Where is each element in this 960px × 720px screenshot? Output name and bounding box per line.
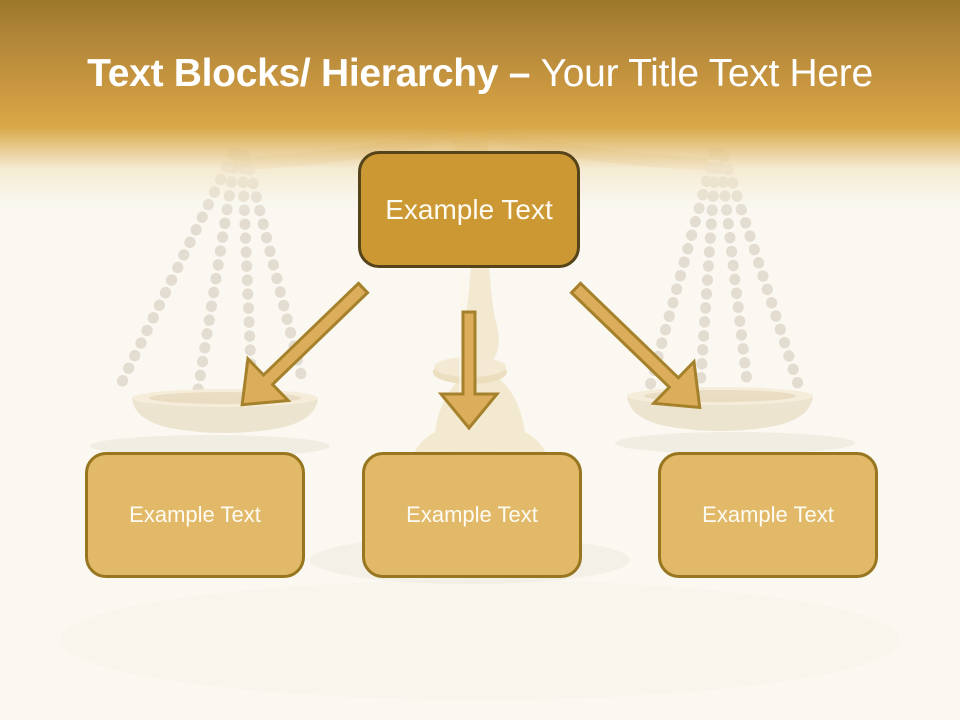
child-text-block-2[interactable]: Example Text [362,452,582,578]
down-right-arrow-icon [569,281,702,410]
down-left-arrow-icon [240,281,370,407]
root-text-block-label: Example Text [385,193,553,225]
child-text-block-3-label: Example Text [702,502,834,527]
child-text-block-1-label: Example Text [129,502,261,527]
child-text-block-3[interactable]: Example Text [658,452,878,578]
child-text-block-1[interactable]: Example Text [85,452,305,578]
root-text-block[interactable]: Example Text [358,151,580,268]
child-text-block-2-label: Example Text [406,502,538,527]
down-arrow-icon [437,310,501,431]
